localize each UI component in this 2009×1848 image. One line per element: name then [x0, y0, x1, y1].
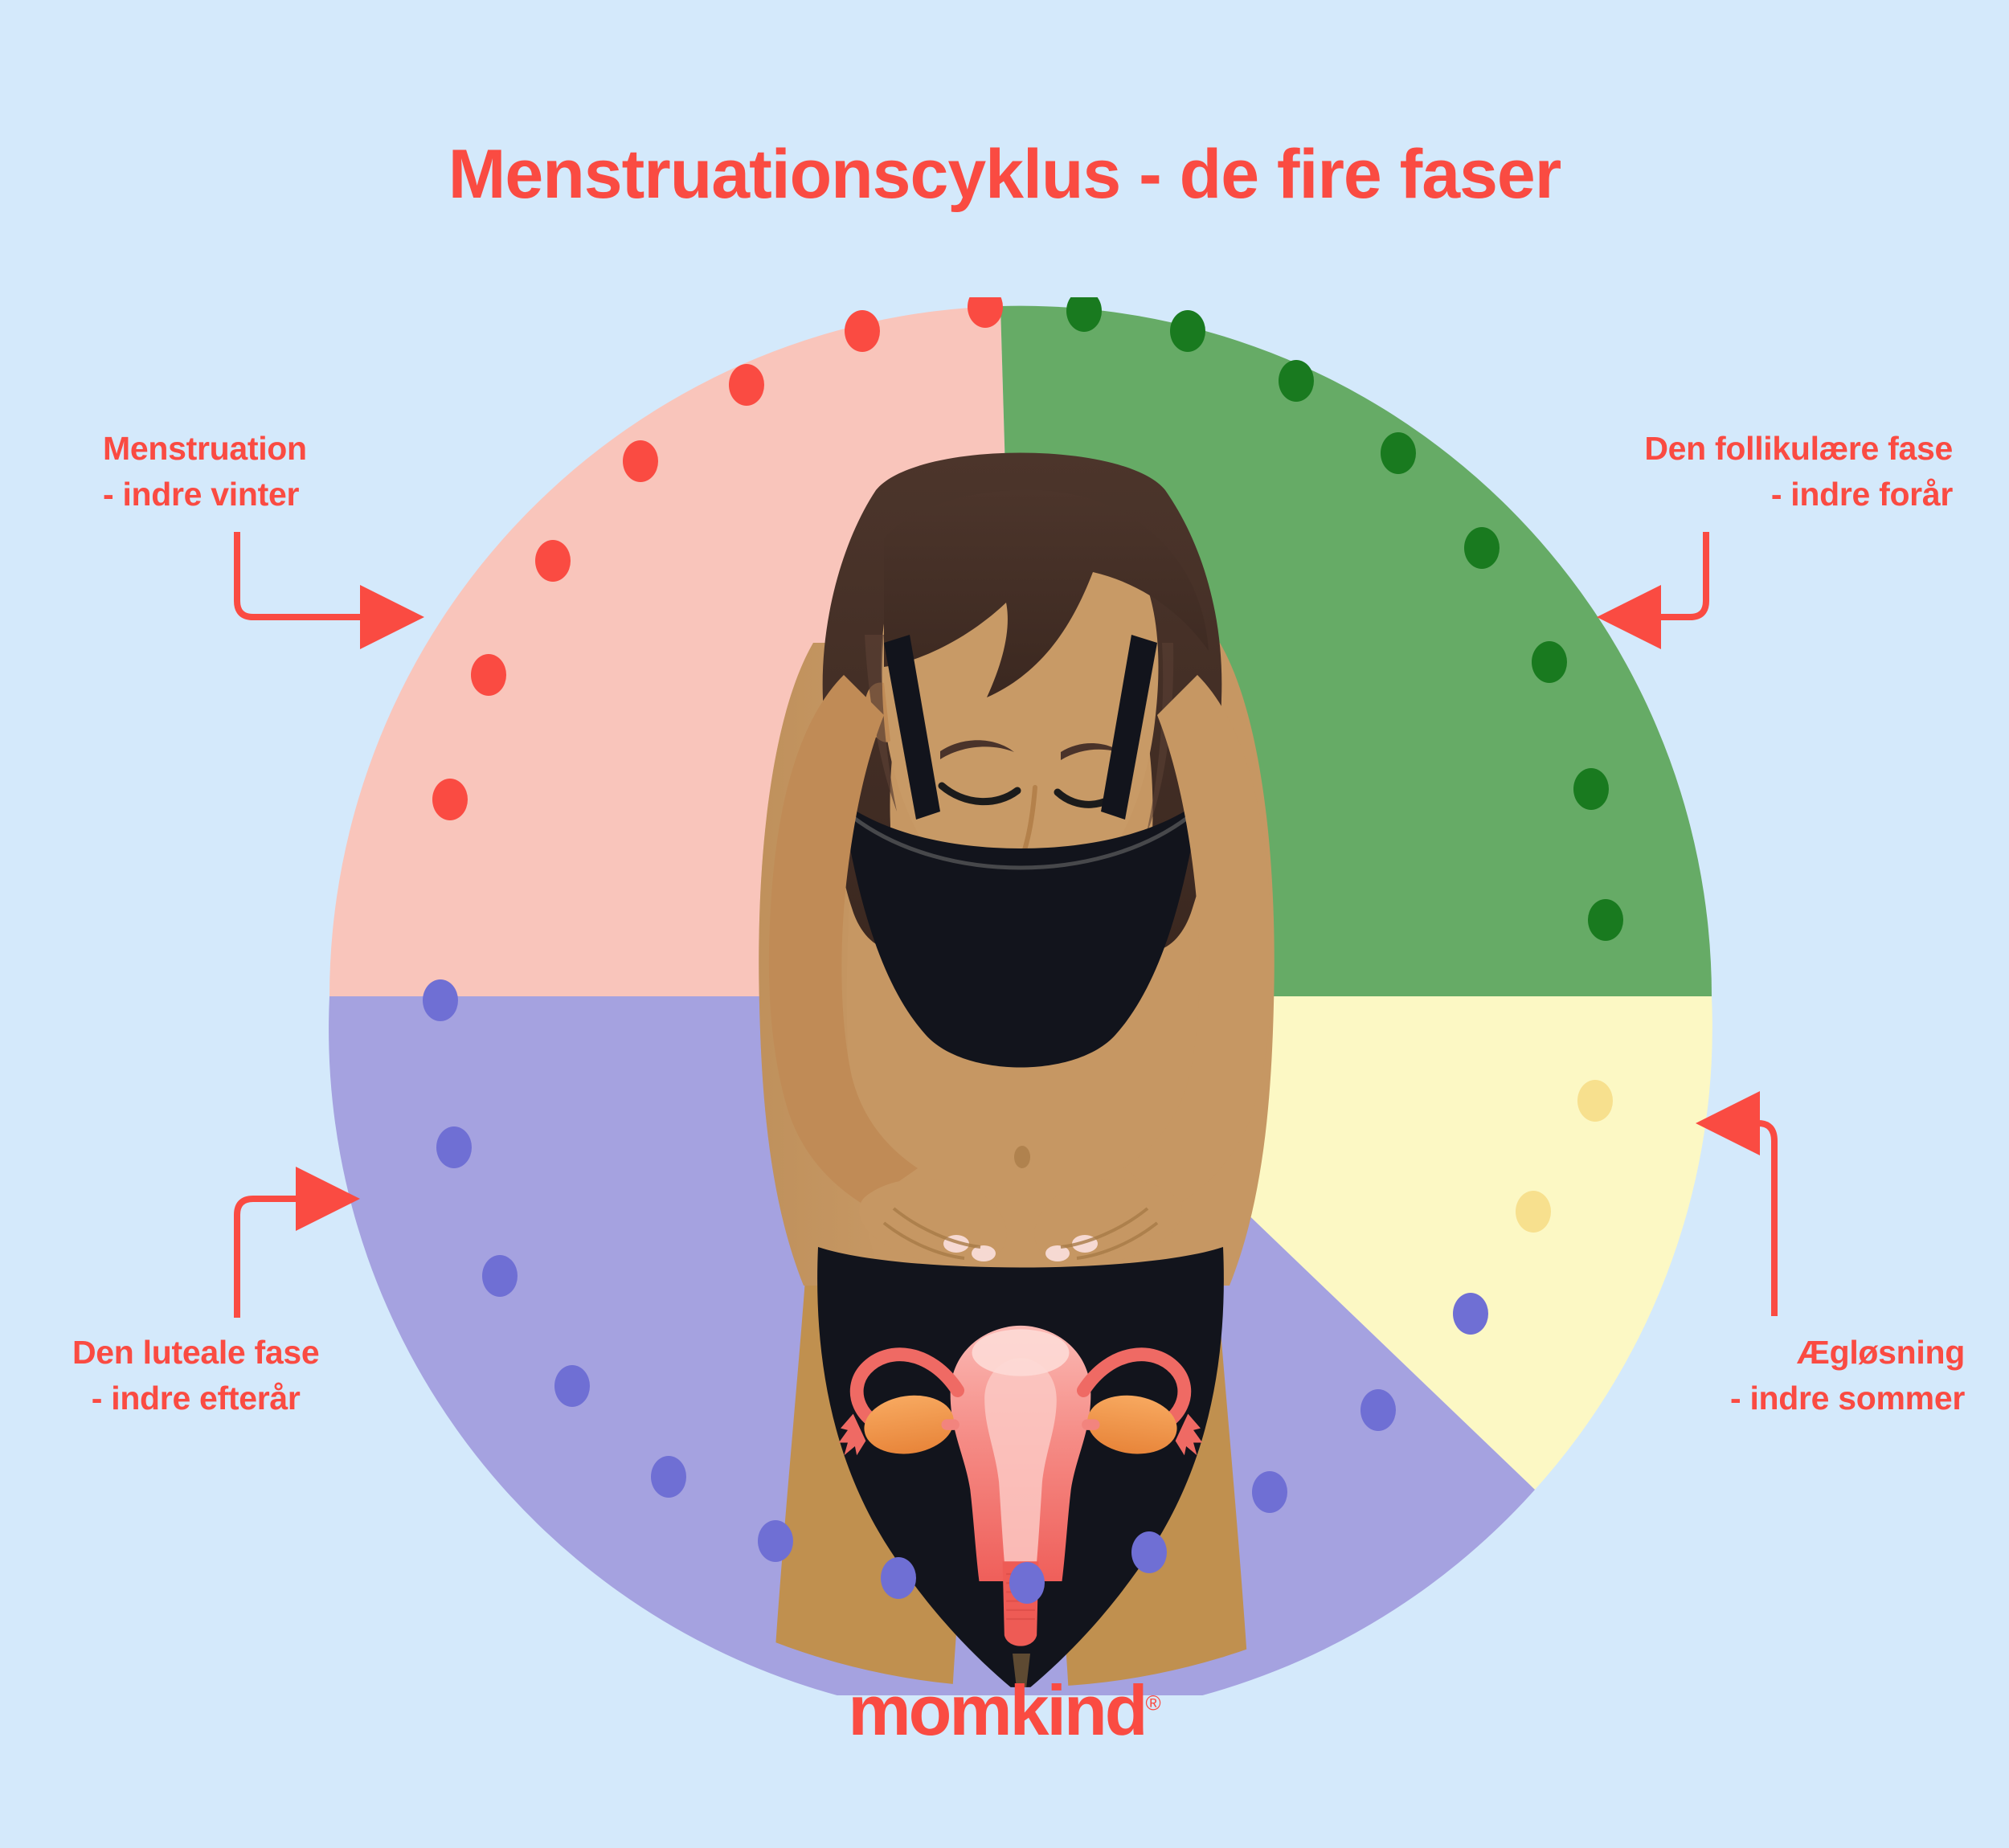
cycle-dot: [1573, 768, 1609, 810]
cycle-dot: [535, 540, 571, 582]
cycle-dot: [1009, 1562, 1045, 1604]
cycle-dot: [1360, 1389, 1396, 1431]
cycle-dot: [1453, 1293, 1488, 1335]
cycle-dot: [432, 779, 468, 820]
cycle-dot: [436, 1126, 472, 1168]
label-menstruation: Menstruation - indre vinter: [103, 430, 307, 513]
bra-strap-right: [1101, 635, 1157, 820]
hair-fringe: [884, 489, 1209, 697]
cycle-dot: [554, 1365, 590, 1407]
hair-wisp-right: [1146, 643, 1174, 836]
bra-strap-left: [884, 635, 940, 820]
brand-logo: momkind®: [0, 1670, 2009, 1752]
dot-group-follicular: [1066, 297, 1623, 941]
eyebrow-left: [940, 740, 1014, 759]
cycle-dot: [968, 297, 1003, 328]
cycle-dot: [845, 310, 880, 352]
cycle-dot: [1464, 527, 1500, 569]
cycle-dot: [881, 1557, 916, 1599]
cycle-dot: [1131, 1531, 1167, 1573]
cycle-dot: [471, 654, 506, 696]
registered-trademark-icon: ®: [1145, 1691, 1161, 1715]
cycle-day-dots: [423, 297, 1623, 1604]
bra-trim: [850, 815, 1191, 870]
cycle-dot: [729, 364, 764, 406]
cycle-dot: [1170, 310, 1205, 352]
dot-group-ovulation: [1516, 1080, 1613, 1233]
page-title: Menstruationscyklus - de fire faser: [448, 136, 1561, 213]
label-ovulation: Ægløsning - indre sommer: [1730, 1334, 1965, 1417]
cycle-dot: [1252, 1471, 1287, 1513]
dot-group-menstruation: [432, 297, 1003, 820]
cycle-wheel: [329, 297, 1712, 1695]
cycle-dot: [423, 979, 458, 1021]
dot-group-luteal: [423, 979, 1488, 1604]
finger-lines: [882, 1207, 1159, 1260]
arm-left: [768, 675, 918, 1205]
cycle-dot: [1588, 899, 1623, 941]
cycle-dot: [651, 1456, 686, 1498]
cycle-dot: [758, 1520, 793, 1562]
eyebrow-right: [1061, 742, 1123, 760]
label-luteal: Den luteale fase - indre efterår: [72, 1334, 320, 1417]
cycle-dot: [1577, 1080, 1613, 1122]
cycle-dot: [623, 440, 658, 482]
navel: [1014, 1146, 1030, 1168]
brand-name: momkind: [848, 1670, 1148, 1750]
sports-bra: [842, 802, 1199, 1068]
label-follicular: Den follikulære fase - indre forår: [1644, 430, 1953, 513]
cycle-dot: [1532, 641, 1567, 683]
woman-illustration: [759, 452, 1275, 1687]
cycle-dot: [1381, 432, 1416, 474]
thigh-shadow: [1013, 1654, 1030, 1687]
uterus-icon: [838, 1325, 1203, 1646]
cycle-dot: [1066, 297, 1102, 332]
arm-right: [1123, 675, 1273, 1205]
cycle-dot: [1279, 360, 1314, 402]
cycle-dot: [482, 1255, 518, 1297]
eye-left: [938, 782, 1021, 806]
cycle-dot: [1516, 1191, 1551, 1233]
